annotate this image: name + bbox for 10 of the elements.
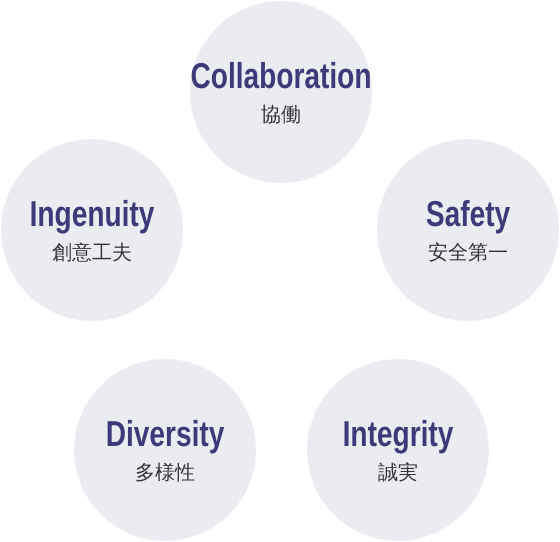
value-subtitle: 誠実 [378, 459, 418, 486]
value-subtitle: 安全第一 [428, 239, 508, 266]
value-title: Ingenuity [30, 194, 154, 234]
value-title: Safety [426, 194, 510, 234]
value-title: Integrity [342, 414, 454, 454]
value-subtitle: 多様性 [135, 459, 195, 486]
value-title: Collaboration [190, 56, 372, 96]
value-subtitle: 創意工夫 [52, 239, 132, 266]
value-subtitle: 協働 [261, 101, 301, 128]
value-title: Diversity [106, 414, 224, 454]
